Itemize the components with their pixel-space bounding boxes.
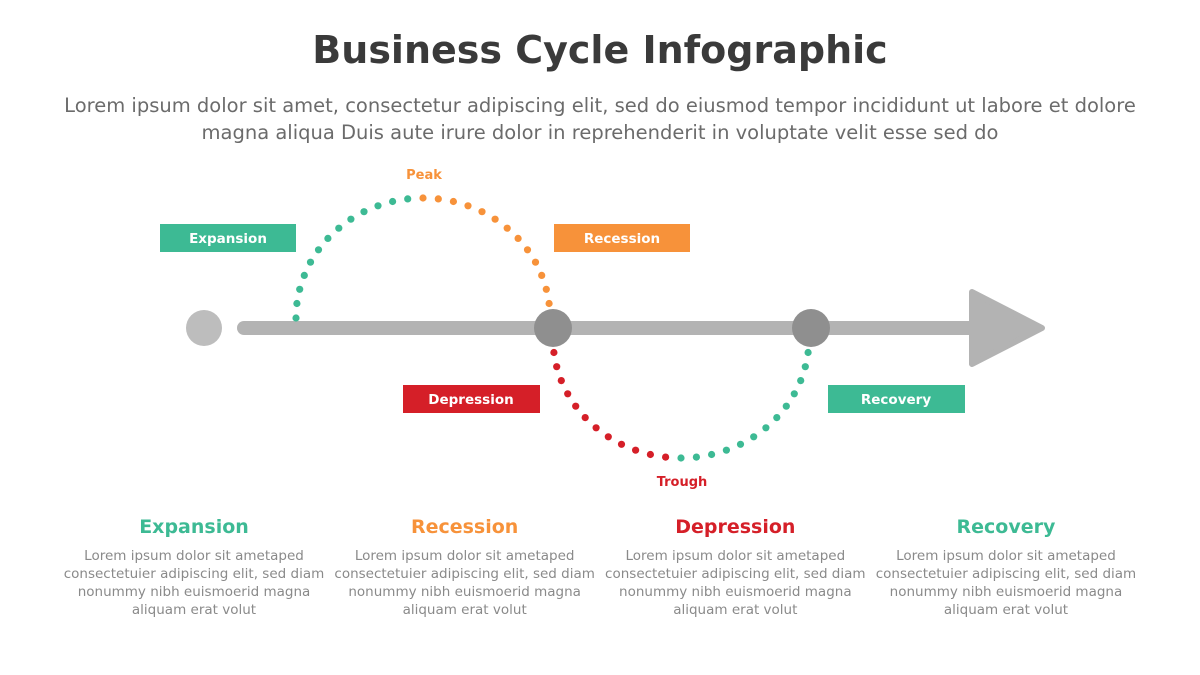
midpoint-node bbox=[534, 309, 572, 347]
arc-dot bbox=[804, 348, 812, 357]
arc-dot bbox=[736, 440, 745, 448]
end-node bbox=[792, 309, 830, 347]
arc-dot bbox=[677, 454, 685, 462]
arc-dot bbox=[646, 450, 655, 459]
arc-dot bbox=[564, 390, 572, 398]
arc-dot bbox=[419, 194, 427, 202]
phase-title: Recession bbox=[410, 516, 519, 538]
phase-column-expansion: Expansion Lorem ipsum dolor sit ametaped… bbox=[60, 516, 328, 636]
phase-description: Lorem ipsum dolor sit ametaped consectet… bbox=[63, 548, 325, 618]
arc-dot bbox=[557, 377, 565, 385]
recession-phase-box: Recession bbox=[554, 224, 690, 252]
arc-dot bbox=[545, 299, 553, 308]
arc-dot bbox=[503, 224, 511, 232]
phase-title: Recovery bbox=[956, 516, 1056, 538]
arc-dot bbox=[750, 433, 758, 441]
arc-dot bbox=[449, 197, 457, 206]
arc-dot bbox=[592, 424, 600, 432]
arc-dot bbox=[531, 258, 540, 266]
arc-dot bbox=[553, 363, 561, 371]
arc-dot bbox=[782, 402, 790, 410]
trough-label: Trough bbox=[657, 475, 708, 490]
depression-box-label: Depression bbox=[428, 392, 513, 408]
arc-dot bbox=[514, 234, 522, 242]
expansion-box-label: Expansion bbox=[189, 231, 267, 247]
phase-descriptions: Expansion Lorem ipsum dolor sit ametaped… bbox=[60, 516, 1140, 636]
arc-dot bbox=[797, 377, 805, 385]
upper-cycle-arc bbox=[292, 194, 554, 322]
arc-dot bbox=[790, 390, 798, 398]
start-node bbox=[186, 310, 222, 346]
arc-dot bbox=[335, 224, 343, 232]
arc-dot bbox=[550, 348, 558, 357]
arc-dot bbox=[617, 440, 626, 448]
arc-dot bbox=[324, 234, 332, 242]
arc-dot bbox=[314, 246, 323, 254]
phase-column-recovery: Recovery Lorem ipsum dolor sit ametaped … bbox=[872, 516, 1140, 636]
recovery-box-label: Recovery bbox=[861, 392, 931, 408]
arc-dot bbox=[801, 363, 809, 371]
arc-dot bbox=[542, 285, 550, 293]
arc-dot bbox=[389, 197, 397, 206]
phase-description: Lorem ipsum dolor sit ametaped consectet… bbox=[334, 548, 595, 618]
arc-dot bbox=[464, 202, 472, 210]
arc-dot bbox=[296, 285, 304, 293]
phase-column-recession: Recession Lorem ipsum dolor sit ametaped… bbox=[331, 516, 599, 636]
arc-dot bbox=[722, 446, 731, 454]
arc-dot bbox=[773, 414, 781, 422]
arc-dot bbox=[708, 450, 716, 459]
arc-dot bbox=[581, 414, 589, 422]
arc-dot bbox=[293, 299, 301, 308]
phase-description: Lorem ipsum dolor sit ametaped consectet… bbox=[605, 548, 866, 618]
arc-dot bbox=[662, 453, 670, 461]
arc-dot bbox=[306, 258, 315, 266]
arc-dot bbox=[491, 215, 499, 223]
arc-dot bbox=[523, 246, 532, 254]
expansion-phase-box: Expansion bbox=[160, 224, 296, 252]
arc-dot bbox=[360, 208, 368, 216]
arc-dot bbox=[374, 202, 382, 210]
arc-dot bbox=[300, 271, 308, 279]
lower-cycle-arc bbox=[549, 334, 813, 462]
phase-title: Expansion bbox=[139, 516, 249, 538]
arc-dot bbox=[538, 271, 546, 279]
page-subtitle: Lorem ipsum dolor sit amet, consectetur … bbox=[64, 94, 1136, 144]
phase-title: Depression bbox=[675, 516, 796, 538]
peak-label: Peak bbox=[406, 168, 442, 183]
arc-dot bbox=[762, 424, 770, 432]
arc-dot bbox=[572, 402, 580, 410]
recession-box-label: Recession bbox=[584, 231, 660, 247]
arc-dot bbox=[292, 314, 300, 322]
recovery-phase-box: Recovery bbox=[828, 385, 965, 413]
phase-description: Lorem ipsum dolor sit ametaped consectet… bbox=[875, 548, 1137, 618]
depression-phase-box: Depression bbox=[403, 385, 540, 413]
arc-dot bbox=[604, 433, 612, 441]
arc-dot bbox=[632, 446, 640, 454]
page-title: Business Cycle Infographic bbox=[312, 28, 888, 72]
arc-dot bbox=[692, 453, 701, 461]
arc-dot bbox=[478, 208, 486, 216]
arc-dot bbox=[404, 195, 412, 203]
phase-column-depression: Depression Lorem ipsum dolor sit ametape… bbox=[601, 516, 869, 636]
timeline-arrow-head bbox=[969, 289, 1045, 367]
arc-dot bbox=[434, 195, 442, 203]
arc-dot bbox=[347, 215, 355, 223]
